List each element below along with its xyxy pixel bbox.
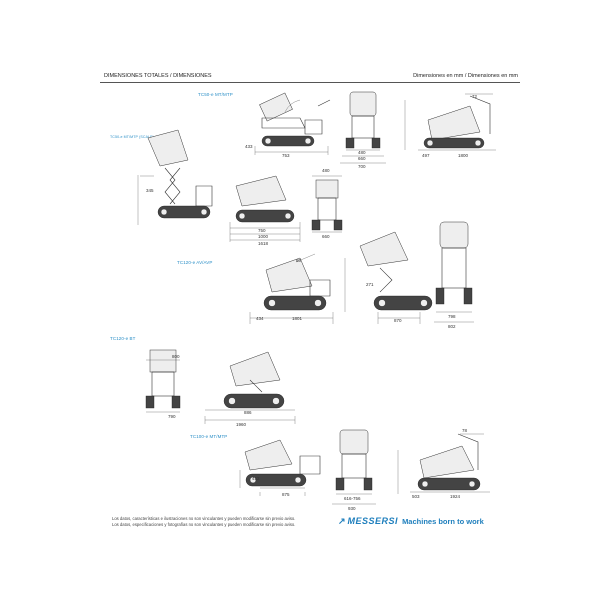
drawing-tc100-dump [397, 433, 490, 494]
dim-tc100-e2: 875 [282, 492, 290, 497]
drawing-tc120-av-lift [344, 231, 433, 324]
dim-tc50-b3: 660 [322, 234, 330, 239]
dim-tc120bt-d2: 790 [168, 414, 176, 419]
page-header: DIMENSIONES TOTALES / DIMENSIONES Dimens… [100, 68, 520, 83]
dim-tc120bt-d4: 1960 [236, 422, 247, 427]
dim-tc100-e4: 1924 [450, 494, 461, 499]
dim-tc120-c2: 434 [256, 316, 264, 321]
drawing-tc50-front [340, 91, 386, 164]
dim-tc100-e3: 503 [412, 494, 420, 499]
dim-tc50-b5: 1000 [258, 234, 269, 239]
dim-tc50-b1: 345 [146, 188, 154, 193]
dim-tc50-a5: 700 [358, 164, 366, 169]
dim-tc120bt-d3: 886 [244, 410, 252, 415]
drawing-tc50-side [254, 92, 331, 155]
dim-tc100-e6: 616-756 [344, 496, 361, 501]
model-label-tc100: TC100-e MT/MTP [190, 434, 228, 439]
dim-tc120-c3: 1801 [292, 316, 303, 321]
disclaimer-line-2: Los datos, especificaciones y fotografía… [112, 521, 296, 527]
brand-name: MESSERSI [347, 516, 399, 526]
dim-tc50-a8: 72 [472, 94, 478, 99]
dim-tc120-c6: 802 [448, 324, 456, 329]
dim-tc50-b4: 750 [258, 228, 266, 233]
dim-tc50-a2: 753 [282, 153, 290, 158]
disclaimer-line-1: Los datos, características e ilustracion… [112, 516, 296, 521]
drawing-tc120-av-side [249, 253, 334, 324]
dim-tc100-e7: 930 [348, 506, 356, 511]
dim-tc50-b6: 1618 [258, 241, 269, 246]
drawing-tc50-front2 [311, 175, 343, 233]
dim-tc50-a7: 1800 [458, 153, 469, 158]
brand-arrow-icon: ↗ [338, 515, 346, 526]
header-units-note: Dimensiones en mm / Dimensiones en mm [413, 73, 518, 79]
dim-tc50-a3: 480 [358, 150, 366, 155]
dim-tc120-c5: 798 [448, 314, 456, 319]
dim-tc50-b2: 480 [322, 168, 330, 173]
drawing-tc100-side [239, 439, 321, 496]
model-label-tc120-av: TC120-e AV/AVP [177, 260, 213, 265]
dim-tc50-a6: 497 [422, 153, 430, 158]
drawing-tc50-dump [404, 93, 496, 151]
model-label-tc50: TC50-e MT/MTP [198, 92, 233, 97]
dim-tc100-e1: 452 [252, 476, 260, 481]
drawing-tc50-lift [137, 129, 213, 225]
drawing-tc120-av-front [434, 221, 474, 323]
drawing-tc100-front [332, 429, 376, 505]
footer-disclaimer: Los datos, características e ilustracion… [112, 516, 327, 527]
dim-tc120bt-d1: 800 [172, 354, 180, 359]
drawing-tc120-bt-front [145, 349, 181, 413]
dim-tc120-c4: 870 [394, 318, 402, 323]
dim-tc100-e5: 78 [462, 428, 468, 433]
dim-tc120-c1: 80 [296, 258, 302, 263]
drawing-tc120-bt-side [204, 351, 296, 424]
dim-tc50-a1: 433 [245, 144, 253, 149]
model-label-tc120-bt: TC120-e BT [110, 336, 136, 341]
dim-tc50-a4: 660 [358, 156, 366, 161]
brand-logo: ↗ MESSERSI Machines born to work [338, 514, 484, 528]
model-label-tc50-scale: TC50-e MT/MTP (SCALE) [110, 135, 154, 139]
brand-tagline: Machines born to work [402, 516, 484, 526]
drawing-tc50-dump2 [229, 175, 301, 242]
dim-tc120-c7: 271 [366, 282, 374, 287]
header-left-title: DIMENSIONES TOTALES / DIMENSIONES [104, 73, 212, 79]
